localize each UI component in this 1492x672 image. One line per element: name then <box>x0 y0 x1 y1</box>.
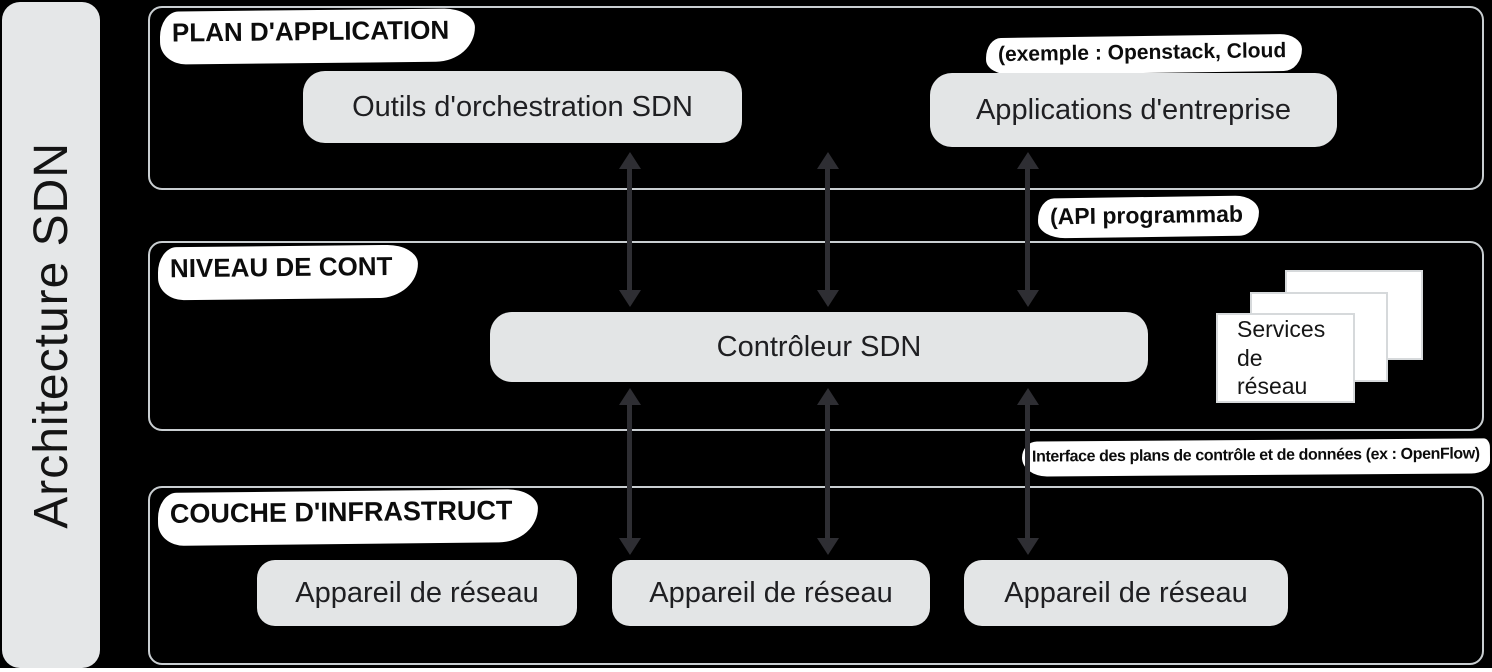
network-services-card: Services de réseau <box>1216 313 1355 403</box>
architecture-banner: Architecture SDN <box>2 2 100 668</box>
double-arrow-app-control-3-icon <box>1025 168 1030 291</box>
bottom-edge-strip <box>0 668 1492 672</box>
note-openflow-interface: Interface des plans de contrôle et de do… <box>1021 438 1490 477</box>
double-arrow-control-infra-1-icon <box>627 404 632 539</box>
layer-infrastructure <box>148 486 1484 665</box>
diagram-title: Architecture SDN <box>24 141 78 529</box>
box-network-device-2: Appareil de réseau <box>612 560 930 626</box>
layer-control <box>148 241 1484 431</box>
double-arrow-app-control-2-icon <box>825 168 830 291</box>
box-network-device-1: Appareil de réseau <box>257 560 577 626</box>
box-label: Appareil de réseau <box>295 576 539 609</box>
layer-title-control: NIVEAU DE CONT <box>157 244 419 301</box>
note-example-openstack: (exemple : Openstack, Cloud <box>985 33 1303 76</box>
box-label: Applications d'entreprise <box>975 93 1292 126</box>
layer-title-application: PLAN D'APPLICATION <box>159 8 476 65</box>
box-sdn-orchestration-tools: Outils d'orchestration SDN <box>303 71 742 143</box>
layer-application <box>148 6 1484 190</box>
box-label: Contrôleur SDN <box>716 330 922 363</box>
double-arrow-app-control-1-icon <box>627 168 632 291</box>
double-arrow-control-infra-2-icon <box>825 404 830 539</box>
box-sdn-controller: Contrôleur SDN <box>490 312 1148 382</box>
note-programmable-api: (API programmab <box>1037 195 1260 239</box>
box-label: Appareil de réseau <box>649 576 893 609</box>
box-network-device-3: Appareil de réseau <box>964 560 1288 626</box>
box-enterprise-applications: Applications d'entreprise <box>930 73 1337 147</box>
box-label: Appareil de réseau <box>1004 576 1248 609</box>
double-arrow-control-infra-3-icon <box>1025 404 1030 539</box>
network-services-label: Services de réseau <box>1237 315 1326 400</box>
box-label: Outils d'orchestration SDN <box>352 90 693 123</box>
layer-title-infrastructure: COUCHE D'INFRASTRUCT <box>157 489 539 546</box>
